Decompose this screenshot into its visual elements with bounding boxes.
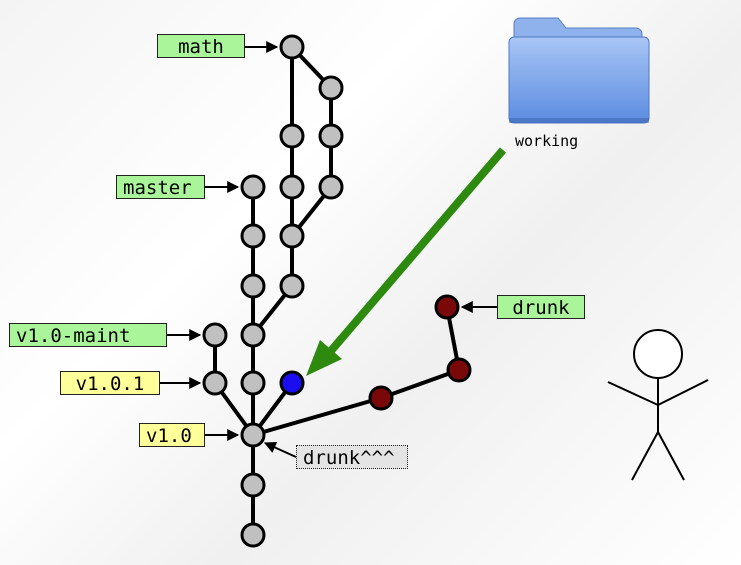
label-pointers xyxy=(160,41,497,458)
commit xyxy=(240,472,266,498)
head-commit xyxy=(279,370,305,396)
commit xyxy=(240,422,266,448)
tag-label-v1-0: v1.0 xyxy=(139,423,205,447)
stick-figure-icon xyxy=(607,329,709,481)
commit xyxy=(202,370,228,396)
commit xyxy=(279,34,305,60)
commit xyxy=(318,75,344,101)
branch-label-v1-0-maint: v1.0-maint xyxy=(9,323,167,347)
branch-label-drunk: drunk xyxy=(497,295,585,319)
drunk-commit xyxy=(446,357,472,383)
commit xyxy=(240,322,266,348)
commit xyxy=(240,370,266,396)
commit-nodes xyxy=(202,34,472,548)
commit xyxy=(240,174,266,200)
commit xyxy=(240,223,266,249)
folder-icon xyxy=(508,17,650,124)
working-directory-caption: working xyxy=(515,132,579,150)
commit xyxy=(240,273,266,299)
commit xyxy=(279,123,305,149)
branch-label-master: master xyxy=(116,175,205,199)
commit xyxy=(279,174,305,200)
commit xyxy=(279,273,305,299)
working-pointer-arrow xyxy=(306,147,507,376)
ref-label-drunk-ancestor: drunk^^^ xyxy=(296,445,408,469)
drunk-commit xyxy=(434,294,460,320)
commit xyxy=(279,223,305,249)
commit xyxy=(202,322,228,348)
branch-label-math: math xyxy=(157,34,245,58)
commit xyxy=(318,123,344,149)
drunk-commit xyxy=(368,385,394,411)
commit xyxy=(318,174,344,200)
tag-label-v1-0-1: v1.0.1 xyxy=(60,371,160,395)
commit xyxy=(240,522,266,548)
